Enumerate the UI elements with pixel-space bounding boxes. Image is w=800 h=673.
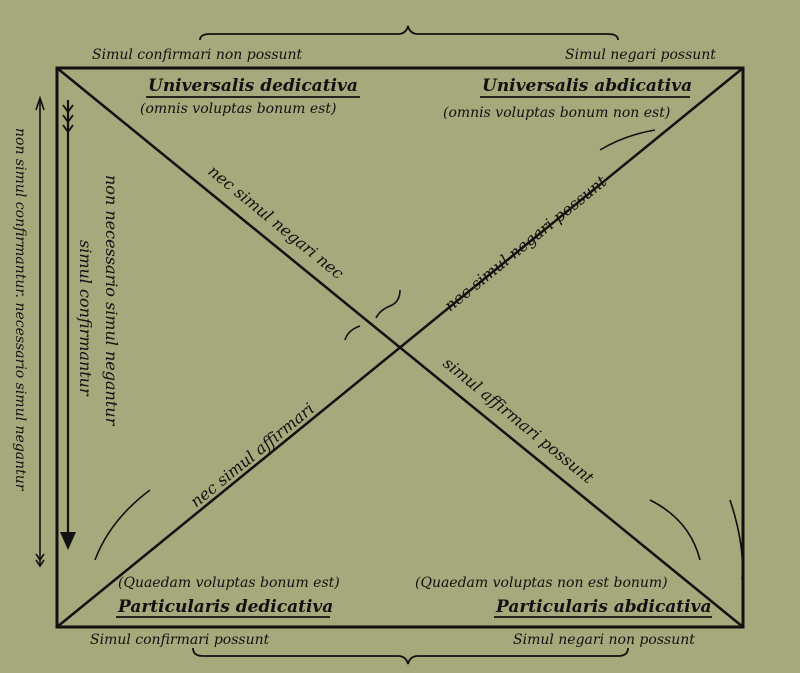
corner-example-bottom-left: (Quaedam voluptas bonum est)	[118, 575, 340, 591]
corner-example-top-right: (omnis voluptas bonum non est)	[443, 105, 670, 121]
diagonal-label-lower-left: nec simul affirmari	[187, 399, 318, 511]
corner-title-bottom-left: Particularis dedicativa	[117, 597, 333, 617]
left-inner-label-2: simul confirmantur	[76, 240, 95, 397]
upper-right-sweep	[599, 129, 656, 151]
edge-label-bottom-left: Simul confirmari possunt	[90, 632, 270, 648]
center-brace-upper	[375, 289, 401, 319]
lower-left-sweep	[94, 489, 151, 561]
diagonal-up	[56, 67, 744, 628]
left-inner-arrow-head	[60, 532, 76, 550]
square-frame	[55, 66, 745, 629]
right-edge-sweep	[729, 499, 744, 581]
corner-example-bottom-right: (Quaedam voluptas non est bonum)	[415, 575, 668, 591]
left-inner-label-1: non necessario simul negantur	[102, 175, 121, 427]
edge-label-top-left: Simul confirmari non possunt	[92, 47, 303, 63]
corner-title-bottom-right: Particularis abdicativa	[495, 597, 712, 617]
diagonal-label-upper-left: nec simul negari nec	[204, 161, 347, 283]
diagonal-label-lower-right: simul affirmari possunt	[439, 353, 598, 487]
left-outer-arrow-head	[35, 95, 45, 111]
top-brace	[199, 25, 619, 41]
corner-title-top-right: Universalis abdicativa	[482, 76, 692, 96]
bottom-brace	[192, 647, 629, 665]
edge-label-bottom-right: Simul negari non possunt	[513, 632, 695, 648]
corner-title-top-left: Universalis dedicativa	[148, 76, 358, 96]
left-outer-arrow-tail	[35, 553, 45, 568]
lower-right-sweep	[649, 499, 701, 561]
left-inner-arrow-feathers	[62, 104, 74, 134]
corner-example-top-left: (omnis voluptas bonum est)	[140, 101, 336, 117]
left-outer-label: non simul confirmantur. necessario simul…	[12, 128, 28, 492]
diagonal-label-upper-right: nec simul negari possunt	[441, 171, 611, 315]
edge-label-top-right: Simul negari possunt	[565, 47, 716, 63]
center-brace-lower	[344, 325, 361, 341]
